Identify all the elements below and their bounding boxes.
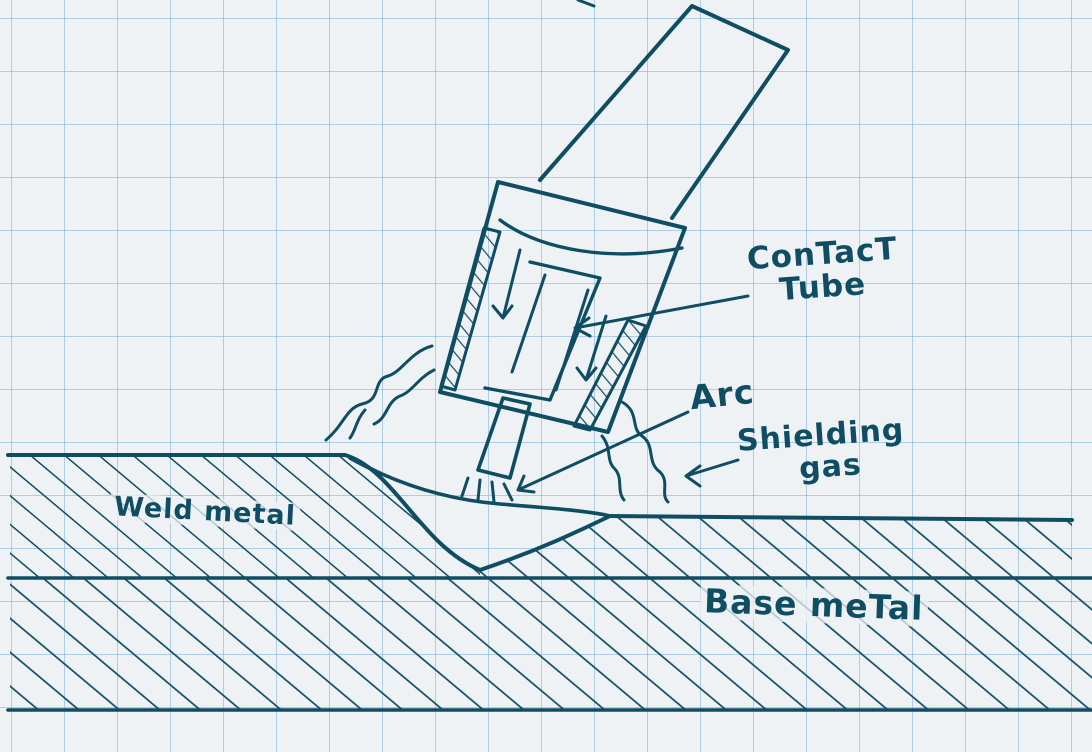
base-metal-label: Base meTal xyxy=(699,584,928,627)
gas-wiggle-right xyxy=(622,402,668,502)
base-metal-hatch xyxy=(10,578,1092,710)
torch-hose xyxy=(540,6,788,218)
arc-leader xyxy=(518,412,688,492)
gas-wiggle-left xyxy=(326,346,432,440)
arc-label: Arc xyxy=(688,375,756,416)
nozzle-rim xyxy=(500,220,682,254)
shielding-gas-leader xyxy=(686,460,738,486)
shielding-gas-label: Shielding gas xyxy=(736,414,907,489)
contact-tube-inner-left xyxy=(512,275,545,372)
nozzle-right-wall-hatch xyxy=(574,320,646,430)
arc-strokes xyxy=(462,478,512,502)
contact-tube-label: ConTacT Tube xyxy=(746,233,901,308)
torch-hose-top-mark xyxy=(578,0,594,6)
nozzle-left-wall-hatch xyxy=(441,228,500,390)
base-metal-bevel-hatch xyxy=(478,516,1072,578)
flow-arrow-left xyxy=(493,250,520,318)
gas-wiggle-left-short xyxy=(350,410,365,438)
